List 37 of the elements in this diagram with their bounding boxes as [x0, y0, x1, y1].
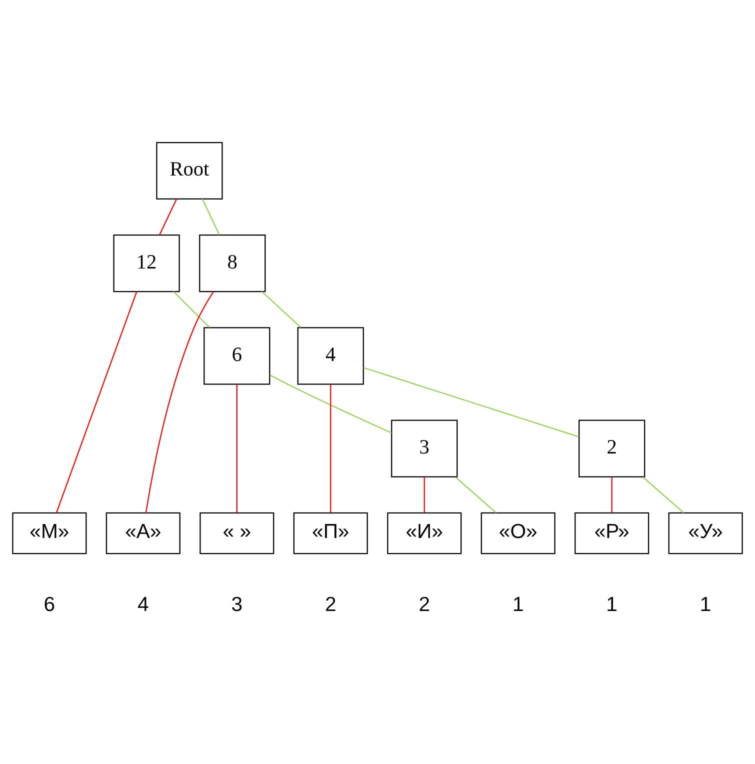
connector: [56, 290, 138, 512]
node-box: 8: [199, 234, 266, 292]
connector: [145, 291, 214, 513]
connector: [261, 290, 302, 328]
node-box: 4: [297, 326, 364, 384]
label: 1: [700, 594, 712, 616]
label: 3: [231, 594, 243, 616]
connector: [236, 384, 238, 512]
connector: [202, 198, 220, 235]
node-box: «М»: [12, 512, 87, 554]
connector: [424, 476, 425, 512]
connector: [363, 366, 579, 437]
connector: [270, 374, 392, 433]
node-box: «П»: [293, 512, 368, 554]
node-box: «И»: [387, 512, 462, 554]
label: 6: [44, 594, 56, 616]
node-box: «А»: [106, 512, 180, 554]
connector: [330, 384, 332, 512]
node-box: « »: [200, 512, 274, 554]
connector: [159, 198, 178, 235]
node-box: «Р»: [574, 512, 650, 554]
label: 2: [418, 594, 430, 616]
node-box: 3: [391, 419, 458, 477]
node-box: 6: [204, 326, 270, 384]
label: 4: [138, 594, 149, 616]
node-box: «О»: [480, 512, 556, 554]
node-box: «У»: [668, 512, 743, 554]
connector: [173, 290, 210, 328]
label: 1: [512, 594, 524, 616]
node-box: 2: [578, 419, 646, 477]
label: 2: [324, 594, 336, 616]
connector: [642, 476, 684, 513]
label: 1: [606, 594, 618, 616]
node-box: 12: [113, 234, 180, 292]
connector: [455, 476, 497, 513]
connector: [611, 476, 612, 512]
node-box: Root: [156, 141, 223, 200]
